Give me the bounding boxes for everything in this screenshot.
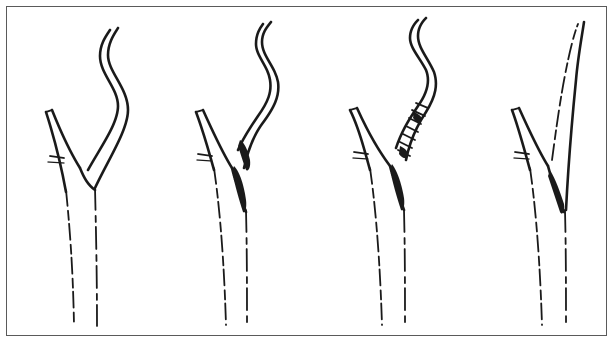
stage-4-scion-outer (566, 22, 584, 210)
stage-4-left-stub-outer (512, 110, 530, 170)
stage-1-trunk-left-edge (66, 190, 74, 325)
stage-4-side-twig (515, 152, 529, 154)
stage-2-scion-inner (238, 24, 271, 150)
stage-2-trunk-left-edge (214, 168, 226, 325)
stage-2-trunk-right-edge (246, 210, 247, 326)
stage-4-left-stub-inner (519, 108, 548, 166)
stage-4-trunk-right-edge (565, 210, 566, 326)
stage-1-left-stub-outer (46, 112, 66, 192)
stage-2-side-twig-lower (197, 160, 212, 161)
stage-3-notch-shading (390, 164, 404, 210)
stage-1-trunk-right-edge (95, 188, 97, 326)
stage-2-cut-insertion (196, 22, 278, 326)
stage-1-side-twig (50, 156, 64, 158)
stage-3-left-stub-outer (350, 110, 370, 170)
stage-1-forked-branch (46, 28, 128, 326)
stage-1-left-stub-inner (52, 110, 80, 168)
stage-4-healed-graft (512, 22, 584, 326)
stage-4-trunk-left-edge (530, 168, 542, 325)
stage-3-trunk-left-edge (370, 168, 382, 325)
stage-3-left-stub-inner (357, 108, 390, 166)
stage-1-crotch (80, 168, 95, 190)
stage-4-union-shading (548, 170, 564, 214)
stage-3-trunk-right-edge (404, 210, 405, 326)
stage-3-bound-graft (350, 18, 436, 326)
stage-2-left-stub-inner (203, 110, 232, 168)
stage-2-notch-shading (232, 166, 246, 212)
stage-1-side-twig-lower (48, 162, 64, 163)
stage-2-scion-outer (244, 22, 278, 168)
